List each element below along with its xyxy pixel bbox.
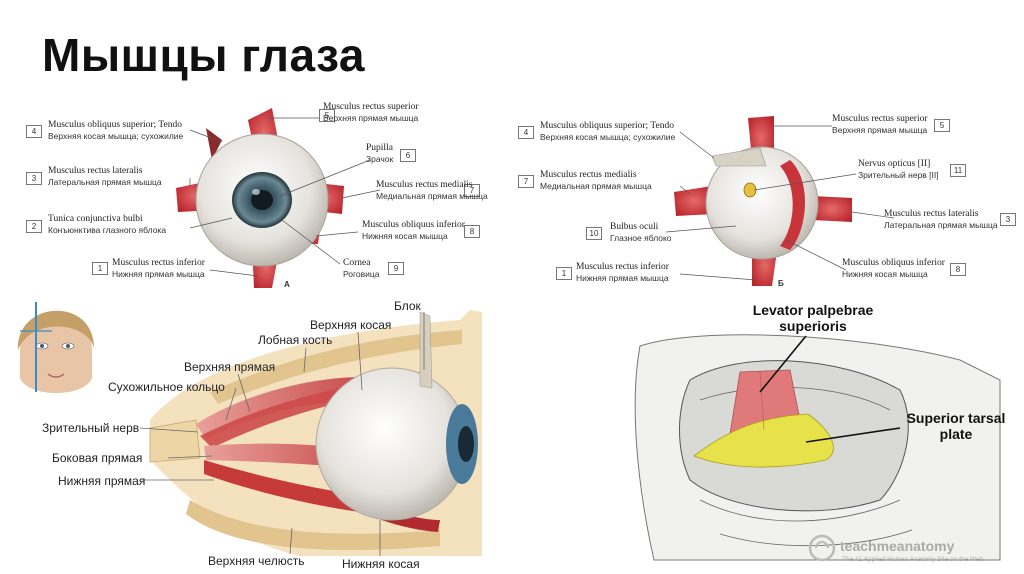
figA-num-5: 5 (319, 109, 335, 122)
figB-num-8: 8 (950, 263, 966, 276)
tarsal-plate-figure (634, 334, 1001, 562)
page-title: Мышцы глаза (42, 29, 366, 81)
figB-num-7: 7 (518, 175, 534, 188)
figB-num-10: 10 (586, 227, 602, 240)
side-label-lower-oblique: Нижняя косая (342, 557, 420, 571)
figB-label-nervus-opticus: Nervus opticus [II]Зрительный нерв [II] (858, 159, 939, 180)
watermark-tagline: The #1 Applied Human Anatomy Site on the… (842, 556, 985, 563)
figB-num-3: 3 (1000, 213, 1016, 226)
figB-letter: Б (778, 279, 784, 288)
side-label-upper-rectus: Верхняя прямая (184, 360, 276, 374)
side-label-tendinous-ring: Сухожильное кольцо (108, 380, 225, 394)
face-icon (17, 302, 94, 393)
figB-num-5: 5 (934, 119, 950, 132)
figA-num-8: 8 (464, 225, 480, 238)
figA-num-2: 2 (26, 220, 42, 233)
figB-num-11: 11 (950, 164, 966, 177)
figA-letter: A (284, 280, 290, 289)
figA-num-4: 4 (26, 125, 42, 138)
side-label-blok: Блок (394, 299, 421, 313)
figA-num-3: 3 (26, 172, 42, 185)
side-label-lateral-rectus: Боковая прямая (52, 451, 143, 465)
orbit-side-view (139, 310, 482, 556)
side-label-upper-oblique: Верхняя косая (310, 318, 392, 332)
side-label-optic-nerve: Зрительный нерв (42, 421, 140, 435)
figA-num-1: 1 (92, 262, 108, 275)
front-eyeball-figure (176, 108, 381, 288)
figB-num-1: 1 (556, 267, 572, 280)
figA-num-6: 6 (400, 149, 416, 162)
watermark-logo-text: teachmeanatomy (840, 538, 955, 554)
figB-num-4: 4 (518, 126, 534, 139)
figA-num-7: 7 (464, 184, 480, 197)
label-levator-palpebrae: Levator palpebrae superioris (752, 302, 874, 334)
side-label-maxilla: Верхняя челюсть (208, 554, 305, 568)
posterior-eyeball-figure (665, 116, 895, 286)
side-label-lower-rectus: Нижняя прямая (58, 474, 146, 488)
figA-num-9: 9 (388, 262, 404, 275)
side-label-frontal-bone: Лобная кость (258, 333, 333, 347)
label-superior-tarsal-plate: Superior tarsal plate (906, 410, 1006, 442)
